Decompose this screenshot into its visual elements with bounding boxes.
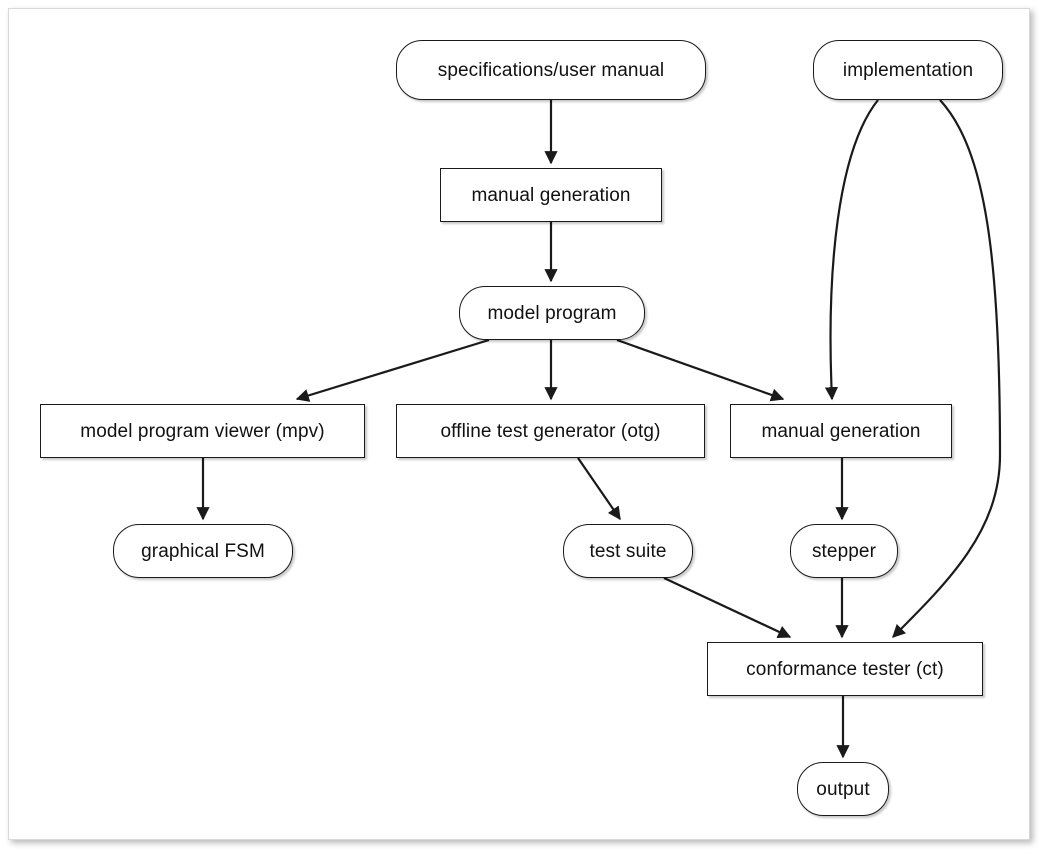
node-manual-generation-bottom-label: manual generation [761, 420, 921, 442]
node-stepper[interactable]: stepper [790, 524, 898, 578]
edge-implementation-to-manual-generation-bottom [824, 99, 879, 401]
node-implementation-label: implementation [842, 59, 974, 81]
node-manual-generation-top[interactable]: manual generation [440, 168, 662, 222]
node-model-program-label: model program [487, 302, 617, 324]
node-model-program[interactable]: model program [459, 286, 645, 340]
node-test-suite[interactable]: test suite [563, 524, 693, 578]
node-offline-test-generator-label: offline test generator (otg) [440, 420, 661, 442]
node-manual-generation-top-label: manual generation [471, 184, 631, 206]
node-conformance-tester[interactable]: conformance tester (ct) [707, 642, 983, 696]
edge-otg-to-test-suite [577, 457, 621, 521]
node-implementation[interactable]: implementation [813, 40, 1003, 100]
node-output-label: output [816, 778, 870, 800]
node-stepper-label: stepper [811, 540, 877, 562]
node-offline-test-generator[interactable]: offline test generator (otg) [396, 404, 705, 458]
node-graphical-fsm[interactable]: graphical FSM [113, 524, 293, 578]
node-graphical-fsm-label: graphical FSM [141, 540, 265, 562]
node-conformance-tester-label: conformance tester (ct) [746, 658, 944, 680]
node-test-suite-label: test suite [589, 540, 667, 562]
node-manual-generation-bottom[interactable]: manual generation [730, 404, 952, 458]
node-specifications[interactable]: specifications/user manual [396, 40, 706, 100]
node-output[interactable]: output [797, 762, 889, 816]
edge-implementation-to-conformance-tester [892, 99, 1002, 638]
node-model-program-viewer[interactable]: model program viewer (mpv) [40, 404, 365, 458]
edge-model-program-to-manual-generation-bottom [616, 338, 785, 402]
edge-test-suite-to-conformance-tester [663, 577, 792, 638]
node-model-program-viewer-label: model program viewer (mpv) [80, 420, 325, 442]
node-specifications-label: specifications/user manual [437, 59, 665, 81]
edge-model-program-to-mpv [295, 338, 490, 402]
